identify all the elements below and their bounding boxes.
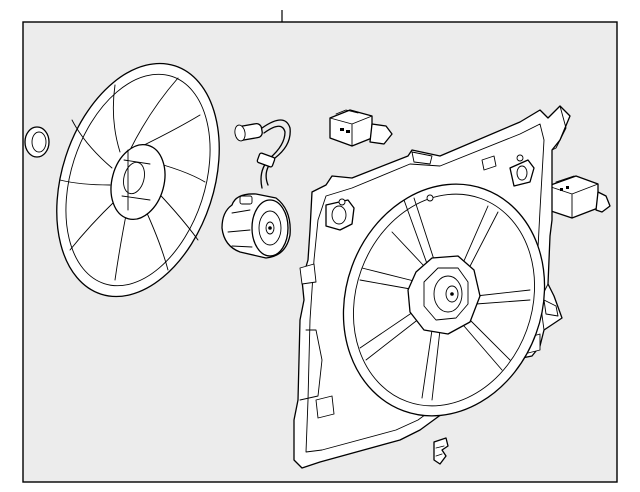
resistor-module-right-part [547, 175, 611, 219]
wire-harness-part [234, 119, 291, 189]
fan-motor-part [221, 193, 291, 259]
o-ring-part [24, 126, 50, 158]
fan-shroud-part [293, 105, 571, 469]
fan-blade-part [56, 62, 220, 298]
resistor-module-upper-part [329, 109, 393, 147]
retainer-clip-part [433, 437, 449, 465]
